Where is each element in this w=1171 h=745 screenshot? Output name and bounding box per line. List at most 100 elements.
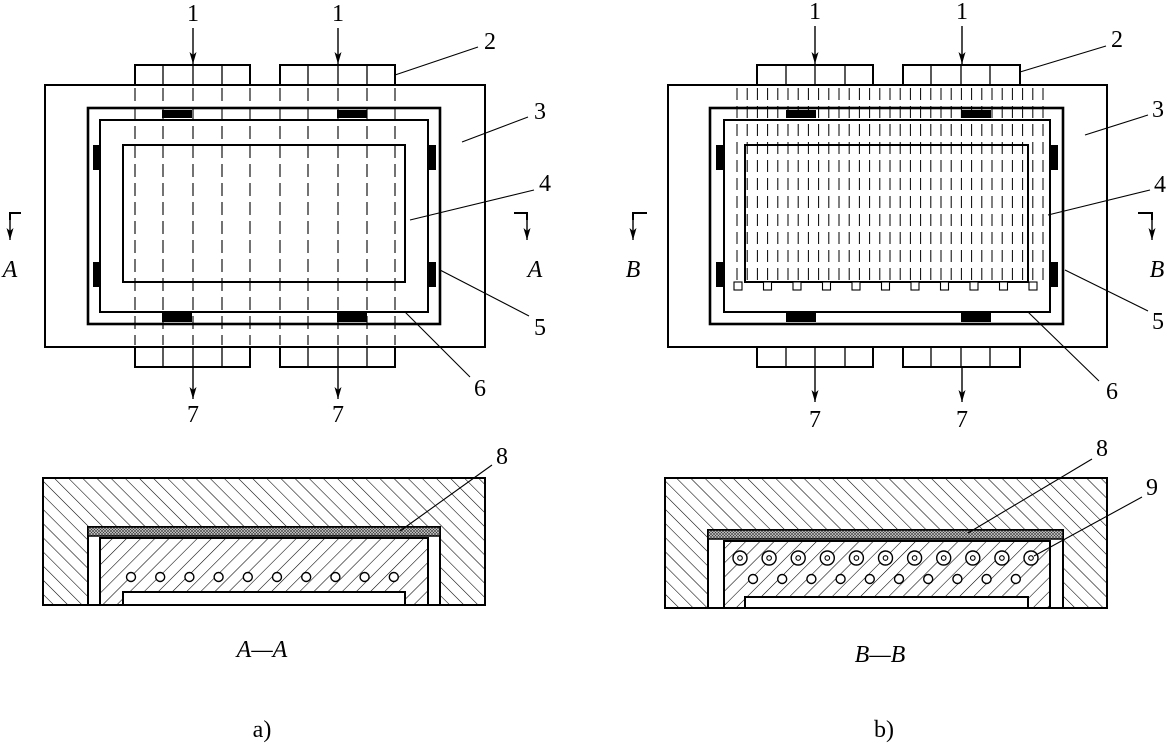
leader-line: [399, 464, 493, 532]
heater-tube: [1028, 555, 1034, 561]
section-mark-left: [9, 212, 21, 220]
heater-tube: [795, 555, 802, 561]
heater-tube: [766, 555, 772, 561]
figure-a-section: 8 A—A a): [42, 444, 508, 743]
clamp-pads: [716, 110, 1058, 322]
leader-line: [1033, 496, 1143, 557]
core-outline: [744, 144, 1029, 283]
channel-end: [880, 281, 891, 291]
figure-caption: b): [874, 717, 894, 743]
channel-lines: [134, 88, 396, 345]
outlet-label: 7: [187, 402, 199, 428]
insulation-layer: [87, 526, 441, 537]
heater-tube: [737, 555, 743, 561]
heater-hole: [154, 571, 166, 583]
clamp-pad: [337, 110, 367, 118]
clamp-pad: [961, 110, 991, 118]
channel-end: [910, 281, 920, 291]
section-mark-left: [632, 212, 647, 220]
heater-tube: [999, 555, 1005, 561]
heater-hole: [864, 573, 875, 585]
figure-a-top-view: 1 1 7 7 2 3 4 5 6 A A: [1, 1, 551, 428]
section-mark-label: B: [1150, 257, 1165, 283]
leader-line: [404, 311, 471, 378]
heater-hole: [242, 571, 254, 583]
clamp-pad: [1050, 145, 1058, 170]
heater-tube: [969, 555, 976, 561]
section-title: B—B: [855, 642, 906, 668]
insulation-layer: [707, 529, 1064, 540]
channel-end: [969, 281, 979, 291]
channel-lines: [736, 88, 1044, 283]
core-outline: [122, 144, 406, 283]
heater-hole: [981, 573, 992, 585]
heater-hole: [359, 571, 370, 583]
leader-line: [439, 269, 530, 317]
heater-holes: [125, 571, 399, 583]
clamp-pad: [93, 262, 101, 287]
outer-frame: [667, 84, 1108, 348]
channel-end: [851, 281, 861, 291]
part-label: 2: [1111, 27, 1123, 53]
heater-hole: [301, 571, 312, 583]
part-label: 2: [484, 29, 496, 55]
clamp-pad: [337, 313, 367, 322]
part-label: 4: [1154, 172, 1166, 198]
heater-tube: [824, 555, 831, 561]
leader-line: [394, 46, 479, 76]
leader-line: [967, 458, 1093, 534]
part-label: 3: [534, 99, 546, 125]
part-label: 4: [539, 171, 551, 197]
section-title: A—A: [235, 637, 288, 663]
block-dividers: [162, 65, 368, 367]
leader-line: [1027, 311, 1100, 382]
section-mark-label: B: [626, 257, 641, 283]
core-recess: [122, 591, 406, 606]
clamp-pad: [786, 110, 816, 118]
figure-b-top-view: 1 1 7 7 2 3 4 5 6 B B: [626, 0, 1166, 433]
channel-end: [762, 281, 773, 291]
heater-hole: [213, 571, 224, 583]
inner-frame: [99, 119, 429, 313]
heater-hole: [1010, 573, 1021, 585]
heater-hole: [777, 573, 788, 585]
section-mark-label: A: [526, 257, 543, 283]
heating-frame: [86, 106, 442, 326]
heater-tube: [940, 555, 947, 561]
channel-end: [1028, 281, 1038, 291]
inlet-label: 1: [809, 0, 821, 25]
outlet-label: 7: [956, 407, 968, 433]
part-label: 5: [534, 315, 546, 341]
channel-end: [821, 281, 832, 291]
part-label: 6: [474, 376, 486, 402]
channel-end: [939, 281, 950, 291]
channel-ends: [733, 281, 1038, 291]
block-dividers: [785, 65, 991, 367]
clamp-pad: [93, 145, 101, 170]
leader-line: [409, 189, 535, 221]
inner-frame: [723, 119, 1051, 313]
part-label: 6: [1106, 379, 1118, 405]
clamp-pad: [428, 262, 436, 287]
heater-hole: [747, 573, 759, 585]
part-label: 9: [1146, 475, 1158, 501]
leader-line: [1047, 189, 1151, 216]
heater-hole: [125, 571, 137, 583]
heater-hole: [806, 573, 817, 585]
clamp-pad: [1050, 262, 1058, 287]
outlet-label: 7: [809, 407, 821, 433]
section-mark-label: A: [1, 257, 18, 283]
part-label: 5: [1152, 309, 1164, 335]
heater-hole: [835, 573, 846, 585]
clamp-pad: [162, 110, 192, 118]
clamp-pad: [716, 145, 724, 170]
inlet-label: 1: [956, 0, 968, 25]
inlet-label: 1: [332, 1, 344, 27]
outer-frame: [44, 84, 486, 348]
heater-tube: [911, 555, 918, 561]
clamp-pad: [162, 313, 192, 322]
figure-b-section: 8 9 B—B b): [664, 436, 1158, 743]
clamp-pad: [716, 262, 724, 287]
heater-hole: [952, 573, 963, 585]
